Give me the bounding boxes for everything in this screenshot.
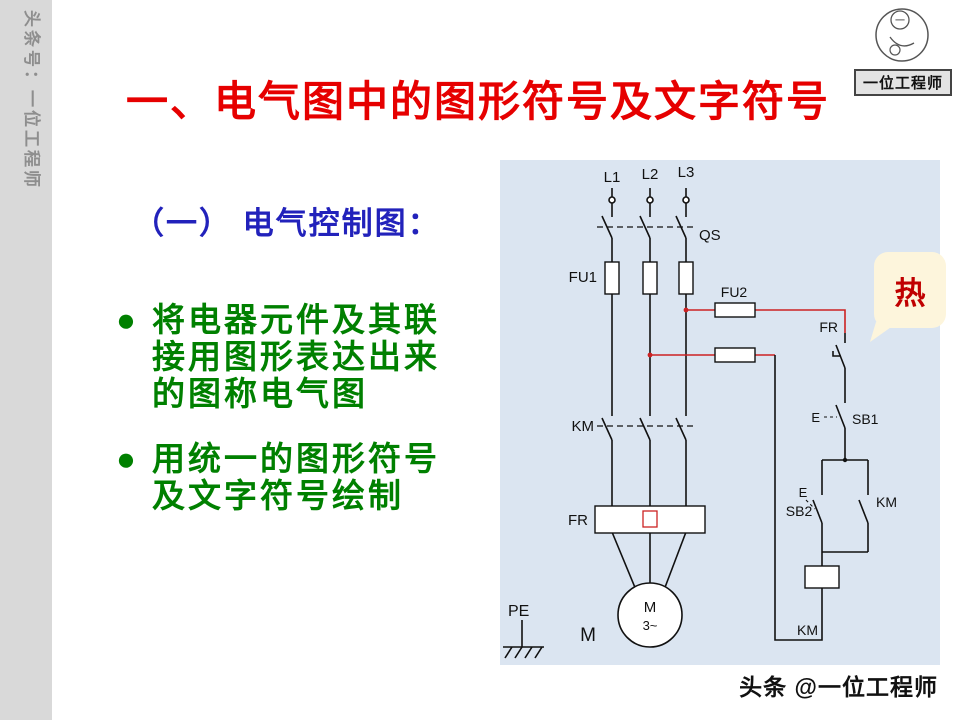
bullet-marker: ●	[116, 301, 139, 338]
fr-thermal-box	[594, 505, 706, 534]
bullet-item: ● 将电器元件及其联接用图形表达出来的图称电气图	[116, 301, 472, 413]
label-sb2: SB2	[786, 503, 813, 519]
control-feed-wires	[650, 309, 846, 356]
left-watermark-strip: 头条号：一位工程师	[0, 0, 52, 720]
label-fr-element: FR	[568, 512, 588, 529]
fu1-fuse-2	[642, 261, 658, 295]
label-e-sb2: E	[799, 485, 808, 500]
terminal-l3	[682, 196, 690, 204]
fu2-fuse-top	[714, 302, 756, 318]
logo-doodle: 一	[875, 8, 929, 62]
diagram-labels: L1 L2 L3 QS FU1 FU2 FR KM FR E SB1 E SB2…	[508, 164, 897, 646]
thermal-contact-hook	[832, 351, 841, 357]
control-circuit-lines	[774, 333, 869, 641]
bullet-list: ● 将电器元件及其联接用图形表达出来的图称电气图 ● 用统一的图形符号及文字符号…	[116, 301, 472, 515]
label-l3: L3	[678, 164, 695, 181]
label-km-aux: KM	[876, 494, 897, 510]
fu1-fuse-1	[604, 261, 620, 295]
fr-heater-element	[642, 510, 658, 528]
motor-symbol-text: M	[644, 599, 657, 616]
logo-name-box: 一位工程师	[854, 69, 953, 96]
section-subtitle: （一） 电气控制图：	[133, 206, 441, 241]
label-l2: L2	[642, 166, 659, 183]
label-l1: L1	[604, 169, 621, 186]
footer-credit: 头条 @一位工程师	[739, 674, 938, 700]
label-fu2: FU2	[721, 284, 748, 300]
bullet-text: 将电器元件及其联接用图形表达出来的图称电气图	[152, 301, 440, 412]
label-qs: QS	[699, 227, 721, 244]
logo-squiggle	[889, 36, 915, 47]
terminal-l2	[646, 196, 654, 204]
circuit-diagram: L1 L2 L3 QS FU1 FU2 FR KM FR E SB1 E SB2…	[500, 160, 940, 665]
brand-logo: 一 一位工程师	[854, 5, 953, 96]
bullet-marker: ●	[116, 439, 139, 477]
logo-head-char: 一	[895, 16, 905, 27]
label-e-sb1: E	[811, 410, 820, 425]
junction-dot	[842, 457, 848, 463]
junction-dot	[683, 307, 689, 313]
hot-callout-text: 热	[894, 275, 926, 311]
bullet-item: ● 用统一的图形符号及文字符号绘制	[116, 439, 472, 515]
motor-phase-text: 3~	[643, 618, 658, 633]
label-km-main: KM	[572, 418, 595, 435]
power-circuit-lines	[601, 188, 694, 591]
terminal-l1	[608, 196, 616, 204]
label-fr-contact: FR	[819, 319, 838, 335]
watermark-text: 头条号：一位工程师	[22, 10, 41, 190]
logo-seal	[889, 44, 901, 56]
label-pe: PE	[508, 603, 529, 620]
junction-dot	[647, 352, 653, 358]
km-coil	[804, 565, 840, 589]
motor-circle	[617, 582, 683, 648]
label-fu1: FU1	[569, 269, 597, 286]
fu1-fuse-3	[678, 261, 694, 295]
bullet-text: 用统一的图形符号及文字符号绘制	[152, 439, 440, 514]
label-m: M	[580, 625, 596, 646]
circuit-svg: L1 L2 L3 QS FU1 FU2 FR KM FR E SB1 E SB2…	[503, 164, 897, 659]
label-km-coil: KM	[797, 622, 818, 638]
label-sb1: SB1	[852, 411, 879, 427]
earth-symbol	[503, 620, 544, 659]
fu2-fuse-bottom	[714, 347, 756, 363]
hot-callout: 热	[870, 252, 946, 342]
page-title: 一、电气图中的图形符号及文字符号	[126, 78, 831, 125]
